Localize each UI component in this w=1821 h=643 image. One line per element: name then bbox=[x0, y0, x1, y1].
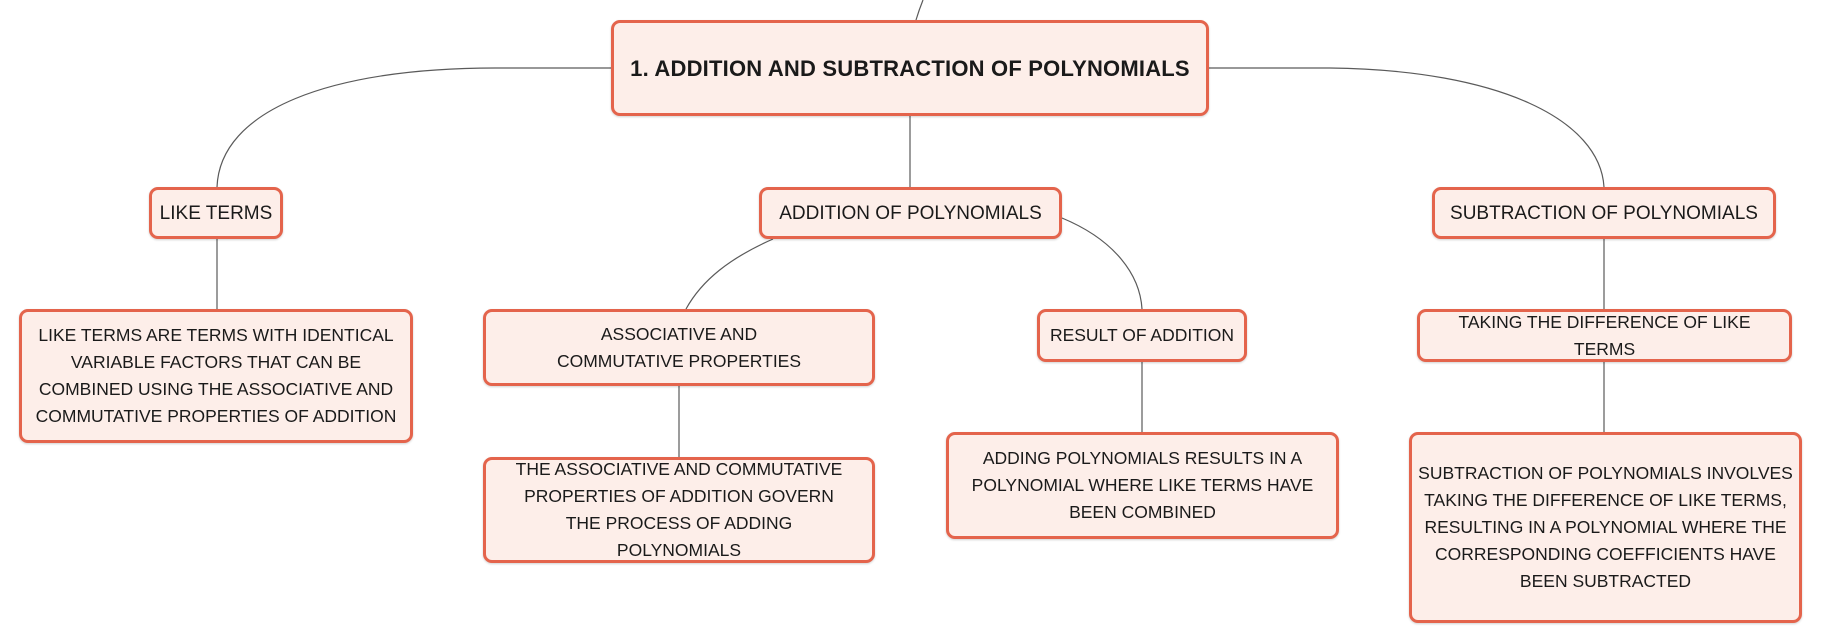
connector-root-to-subtraction bbox=[1209, 67, 1605, 188]
connector-root-to-like-terms bbox=[216, 67, 611, 188]
connector-addition-to-properties bbox=[685, 238, 774, 310]
like-terms-node[interactable]: LIKE TERMS bbox=[149, 187, 283, 239]
like-terms-detail-node[interactable]: LIKE TERMS ARE TERMS WITH IDENTICAL VARI… bbox=[19, 309, 413, 443]
taking-difference-of-like-terms-node[interactable]: TAKING THE DIFFERENCE OF LIKE TERMS bbox=[1417, 309, 1792, 362]
result-of-addition-detail-node[interactable]: ADDING POLYNOMIALS RESULTS IN A POLYNOMI… bbox=[946, 432, 1339, 539]
associative-commutative-properties-node[interactable]: ASSOCIATIVE AND COMMUTATIVE PROPERTIES bbox=[483, 309, 875, 386]
subtraction-of-polynomials-node[interactable]: SUBTRACTION OF POLYNOMIALS bbox=[1432, 187, 1776, 239]
addition-of-polynomials-node[interactable]: ADDITION OF POLYNOMIALS bbox=[759, 187, 1062, 239]
subtraction-detail-node[interactable]: SUBTRACTION OF POLYNOMIALS INVOLVES TAKI… bbox=[1409, 432, 1802, 623]
connector-parent-to-root bbox=[915, 0, 924, 21]
result-of-addition-node[interactable]: RESULT OF ADDITION bbox=[1037, 309, 1247, 362]
properties-detail-node[interactable]: THE ASSOCIATIVE AND COMMUTATIVE PROPERTI… bbox=[483, 457, 875, 563]
root-topic-node[interactable]: 1. ADDITION AND SUBTRACTION OF POLYNOMIA… bbox=[611, 20, 1209, 116]
connector-addition-to-result bbox=[1061, 217, 1143, 310]
